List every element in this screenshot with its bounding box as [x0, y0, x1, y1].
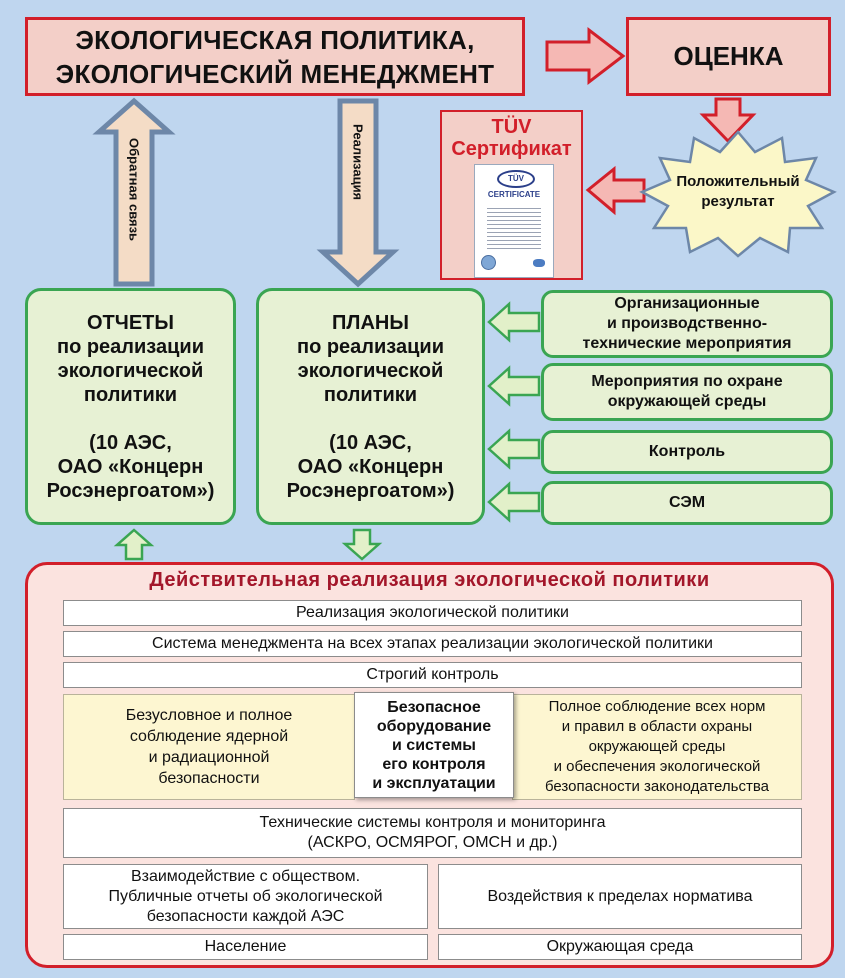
certificate-seal-icon: [481, 255, 496, 270]
public-interaction-box: Взаимодействие с обществом. Публичные от…: [63, 864, 428, 929]
environmental-compliance-box: Полное соблюдение всех норм и правил в о…: [512, 694, 802, 800]
implementation-label: Реализация: [350, 123, 366, 201]
row-management-system: Система менеджмента на всех этапах реали…: [63, 631, 802, 657]
reports-box: ОТЧЕТЫ по реализации экологической полит…: [25, 288, 236, 525]
safe-equipment-box: Безопасное оборудование и системы его ко…: [354, 692, 514, 798]
policy-box: ЭКОЛОГИЧЕСКАЯ ПОЛИТИКА, ЭКОЛОГИЧЕСКИЙ МЕ…: [25, 17, 525, 96]
certificate-doc-heading: CERTIFICATE: [487, 190, 541, 199]
certificate-mark-icon: [533, 259, 545, 267]
input-arrow-2: [487, 365, 541, 407]
row-policy-implementation: Реализация экологической политики: [63, 600, 802, 626]
up-arrow-to-reports: [113, 528, 155, 561]
input-arrow-3: [487, 428, 541, 470]
input-arrow-4: [487, 481, 541, 523]
certificate-text-lines: [487, 205, 541, 249]
feedback-label: Обратная связь: [126, 138, 142, 242]
certificate-document: TÜV CERTIFICATE: [474, 164, 554, 278]
input-organizational: Организационные и производственно- техни…: [541, 290, 833, 358]
positive-result-label: Положительный результат: [676, 173, 800, 210]
certificate-panel: TÜV Сертификат TÜV CERTIFICATE: [440, 110, 583, 280]
tuv-logo-icon: TÜV: [497, 170, 535, 188]
input-environmental-measures: Мероприятия по охране окружающей среды: [541, 363, 833, 421]
certificate-title: TÜV Сертификат: [451, 116, 572, 160]
down-arrow-from-assessment: [699, 97, 757, 144]
monitoring-systems-box: Технические системы контроля и мониторин…: [63, 808, 802, 858]
assessment-box: ОЦЕНКА: [626, 17, 831, 96]
left-arrow-to-certificate: [585, 165, 646, 216]
implementation-arrow: [316, 98, 400, 288]
input-ems: СЭМ: [541, 481, 833, 525]
impacts-within-limits-box: Воздействия к пределах норматива: [438, 864, 802, 929]
input-arrow-1: [487, 301, 541, 343]
positive-result-burst: [639, 130, 837, 258]
plans-box: ПЛАНЫ по реализации экологической полити…: [256, 288, 485, 525]
feedback-arrow: [92, 97, 176, 287]
actual-implementation-title: Действительная реализация экологической …: [149, 569, 710, 591]
nuclear-safety-box: Безусловное и полное соблюдение ядерной …: [63, 694, 355, 800]
population-box: Население: [63, 934, 428, 960]
down-arrow-from-plans: [341, 528, 383, 561]
right-arrow-to-assessment: [545, 26, 626, 86]
environment-box: Окружающая среда: [438, 934, 802, 960]
row-strict-control: Строгий контроль: [63, 662, 802, 688]
input-control: Контроль: [541, 430, 833, 474]
